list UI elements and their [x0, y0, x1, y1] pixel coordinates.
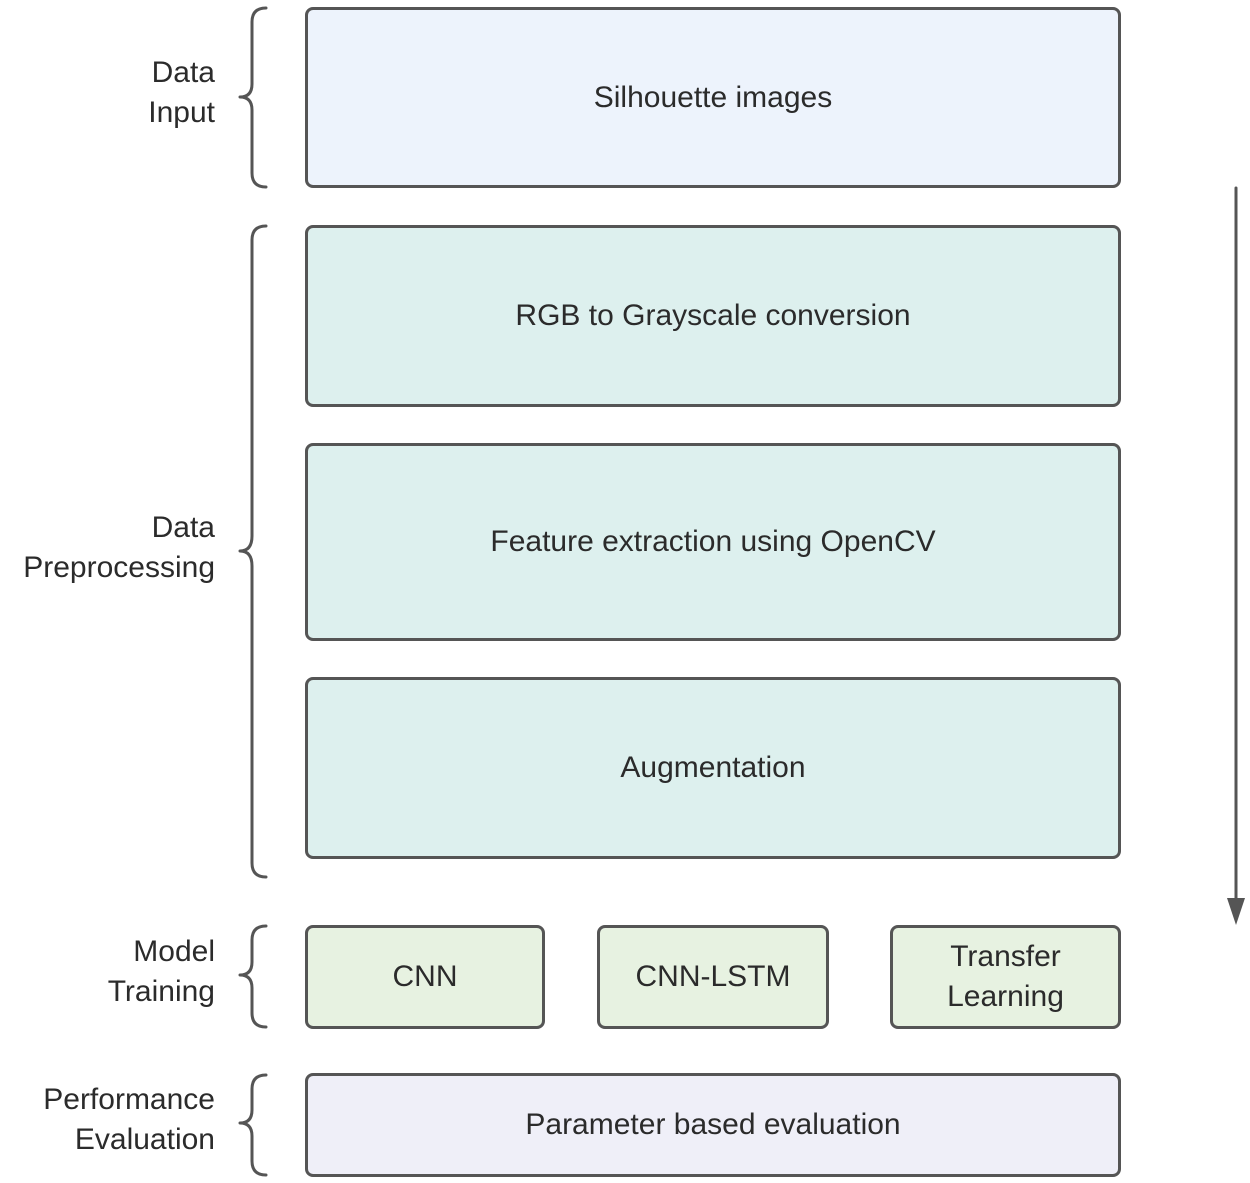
box-label: CNN-LSTM	[635, 960, 791, 993]
box-cnn-lstm: CNN-LSTM	[597, 925, 829, 1029]
box-parameter-evaluation: Parameter based evaluation	[305, 1073, 1121, 1177]
box-cnn: CNN	[305, 925, 545, 1029]
stage-label-line: Input	[148, 96, 215, 129]
box-label-line: Transfer	[950, 940, 1061, 973]
stage-label-line: Model	[133, 935, 215, 968]
brace-model-training	[238, 924, 268, 1029]
box-rgb-to-grayscale: RGB to Grayscale conversion	[305, 225, 1121, 407]
box-label: Parameter based evaluation	[525, 1108, 901, 1141]
box-transfer-learning: Transfer Learning	[890, 925, 1121, 1029]
box-label: Augmentation	[620, 751, 806, 784]
flow-arrow-head	[1227, 898, 1245, 925]
stage-label-line: Training	[107, 975, 215, 1008]
stage-label-line: Preprocessing	[23, 551, 215, 584]
stage-label-model-training: Model Training	[108, 932, 215, 1012]
box-augmentation: Augmentation	[305, 677, 1121, 859]
stage-label-line: Performance	[43, 1083, 215, 1116]
stage-label-line: Evaluation	[74, 1123, 215, 1156]
box-label: Silhouette images	[593, 80, 833, 114]
box-silhouette-images: Silhouette images	[305, 7, 1121, 188]
box-label: CNN	[392, 960, 458, 993]
box-label-line: Learning	[947, 980, 1064, 1013]
stage-label-data-preprocessing: Data Preprocessing	[23, 508, 215, 588]
stage-label-line: Data	[151, 511, 215, 544]
box-label: Feature extraction using OpenCV	[490, 525, 936, 558]
brace-performance-evaluation	[238, 1073, 268, 1177]
box-feature-extraction: Feature extraction using OpenCV	[305, 443, 1121, 641]
brace-data-input	[238, 6, 268, 189]
stage-label-data-input: Data Input	[148, 53, 215, 133]
brace-data-preprocessing	[238, 224, 268, 879]
stage-label-performance-evaluation: Performance Evaluation	[43, 1080, 215, 1160]
stage-label-line: Data	[151, 56, 215, 89]
box-label: RGB to Grayscale conversion	[515, 299, 911, 332]
